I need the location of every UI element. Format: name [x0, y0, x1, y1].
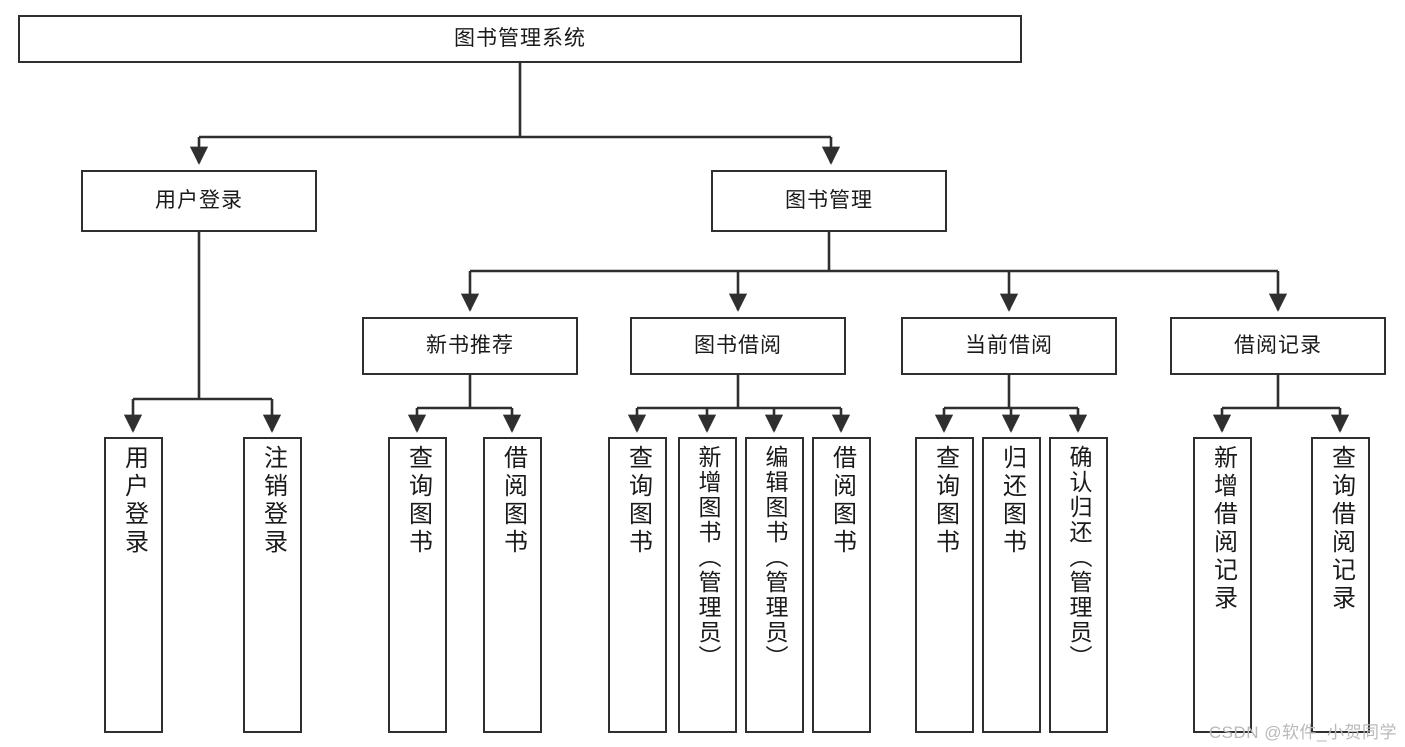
leaf-return-book[interactable]: 归还图书 — [982, 437, 1041, 733]
leaf-query-book-3-label: 查询图书 — [931, 445, 959, 557]
node-borrow-record-label: 借阅记录 — [1234, 333, 1322, 357]
leaf-borrow-book-2[interactable]: 借阅图书 — [812, 437, 871, 733]
leaf-borrow-book-1[interactable]: 借阅图书 — [483, 437, 542, 733]
leaf-user-login-label: 用户登录 — [120, 445, 148, 557]
leaf-query-book-1[interactable]: 查询图书 — [388, 437, 447, 733]
node-current-borrow-label: 当前借阅 — [965, 333, 1053, 357]
leaf-user-login[interactable]: 用户登录 — [104, 437, 163, 733]
leaf-user-logout[interactable]: 注销登录 — [243, 437, 302, 733]
leaf-add-book-label: 新增图书（管理员） — [695, 445, 721, 670]
node-book-manage[interactable]: 图书管理 — [711, 170, 947, 232]
node-root[interactable]: 图书管理系统 — [18, 15, 1022, 63]
node-new-book-rec-label: 新书推荐 — [426, 333, 514, 357]
node-root-label: 图书管理系统 — [454, 26, 586, 50]
leaf-return-book-label: 归还图书 — [998, 445, 1026, 557]
leaf-query-book-2[interactable]: 查询图书 — [608, 437, 667, 733]
leaf-query-record[interactable]: 查询借阅记录 — [1311, 437, 1370, 733]
csdn-watermark: CSDN @软件_小贺同学 — [1208, 723, 1397, 742]
leaf-borrow-book-2-label: 借阅图书 — [828, 445, 856, 557]
node-new-book-rec[interactable]: 新书推荐 — [362, 317, 578, 375]
leaf-borrow-book-1-label: 借阅图书 — [499, 445, 527, 557]
leaf-user-logout-label: 注销登录 — [259, 445, 287, 557]
node-book-manage-label: 图书管理 — [785, 188, 873, 212]
leaf-edit-book[interactable]: 编辑图书（管理员） — [745, 437, 804, 733]
node-book-borrow[interactable]: 图书借阅 — [630, 317, 846, 375]
leaf-query-book-1-label: 查询图书 — [404, 445, 432, 557]
leaf-add-record-label: 新增借阅记录 — [1209, 445, 1237, 613]
node-user-login[interactable]: 用户登录 — [81, 170, 317, 232]
leaf-add-record[interactable]: 新增借阅记录 — [1193, 437, 1252, 733]
node-user-login-label: 用户登录 — [155, 188, 243, 212]
node-book-borrow-label: 图书借阅 — [694, 333, 782, 357]
leaf-confirm-return[interactable]: 确认归还（管理员） — [1049, 437, 1108, 733]
leaf-edit-book-label: 编辑图书（管理员） — [762, 445, 788, 670]
node-current-borrow[interactable]: 当前借阅 — [901, 317, 1117, 375]
leaf-add-book[interactable]: 新增图书（管理员） — [678, 437, 737, 733]
leaf-confirm-return-label: 确认归还（管理员） — [1066, 445, 1092, 670]
leaf-query-book-3[interactable]: 查询图书 — [915, 437, 974, 733]
leaf-query-record-label: 查询借阅记录 — [1327, 445, 1355, 613]
leaf-query-book-2-label: 查询图书 — [624, 445, 652, 557]
node-borrow-record[interactable]: 借阅记录 — [1170, 317, 1386, 375]
